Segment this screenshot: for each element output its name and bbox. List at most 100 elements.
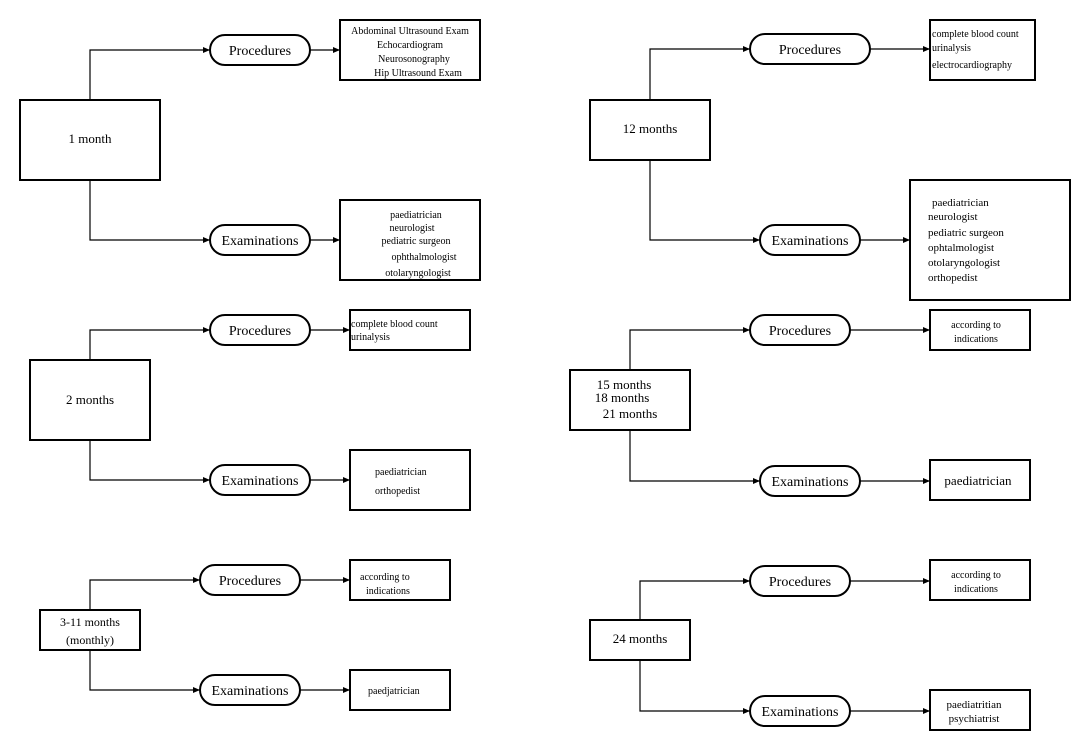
group-3-11-months: 3-11 months (monthly) ProceduresExaminatio… <box>39 559 451 711</box>
examinations-list-item: paediatrician <box>944 473 1012 488</box>
age-label: 1 month <box>69 131 112 146</box>
procedures-list-item: complete blood count <box>932 29 1019 40</box>
procedures-list-box <box>929 559 1031 601</box>
examinations-node-label: Examinations <box>222 234 299 249</box>
procedures-node-label: Procedures <box>769 324 831 339</box>
procedures-list-item: Neurosonography <box>378 54 450 65</box>
connector-examinations <box>89 440 210 483</box>
age-box <box>19 99 161 181</box>
connector-procedures <box>639 578 750 620</box>
examinations-list-item: paediatrician <box>390 210 442 221</box>
procedures-list-item: according to <box>951 320 1001 331</box>
examinations-list-item: orthopedist <box>375 486 420 497</box>
procedures-list-box <box>339 19 481 81</box>
procedures-list-item: complete blood count <box>351 319 438 330</box>
examinations-list-box <box>349 669 451 711</box>
procedures-list-item: Hip Ultrasound Exam <box>374 68 462 79</box>
examinations-node-label: Examinations <box>772 475 849 490</box>
examinations-node <box>199 674 301 706</box>
procedures-list-item: according to <box>951 570 1001 581</box>
examinations-list-item: orthopedist <box>928 272 978 284</box>
procedures-node-label: Procedures <box>769 575 831 590</box>
examinations-node <box>759 224 861 256</box>
connector-procedures <box>649 46 750 100</box>
examinations-node <box>759 465 861 497</box>
procedures-list-item: electrocardiography <box>932 60 1012 71</box>
age-box <box>29 359 151 441</box>
procedures-node-label: Procedures <box>229 44 291 59</box>
connector-examinations <box>89 650 200 693</box>
examinations-list-item: ophthalmologist <box>392 252 457 263</box>
connector-procedures <box>629 327 750 370</box>
connector-procedures <box>89 327 210 360</box>
procedures-list-item: Abdominal Ultrasound Exam <box>351 26 469 37</box>
examinations-list-item: otolaryngologist <box>928 257 1000 269</box>
age-label: 3-11 months <box>60 615 120 629</box>
age-label: 18 months <box>595 390 650 405</box>
procedures-list-item: indications <box>366 586 410 597</box>
examinations-list-item: neurologist <box>928 211 978 223</box>
examinations-node-label: Examinations <box>222 474 299 489</box>
examinations-node <box>209 464 311 496</box>
examinations-list-item: paediatrician <box>375 467 427 478</box>
age-box <box>39 609 141 651</box>
connector-procedures <box>89 47 210 100</box>
age-label: 24 months <box>613 631 668 646</box>
procedures-node <box>199 564 301 596</box>
procedures-node-label: Procedures <box>219 574 281 589</box>
age-box <box>589 619 691 661</box>
procedures-list-item: urinalysis <box>932 43 971 54</box>
procedures-list-item: according to <box>360 572 410 583</box>
age-label: 21 months <box>603 406 658 421</box>
connector-examinations <box>629 430 760 484</box>
examinations-node-label: Examinations <box>772 234 849 249</box>
examinations-list-item: otolaryngologist <box>385 268 451 279</box>
connector-examinations <box>649 160 760 243</box>
examinations-list-box <box>339 199 481 281</box>
procedures-node-label: Procedures <box>229 324 291 339</box>
connector-examinations <box>89 180 210 243</box>
age-label: 12 months <box>623 121 678 136</box>
examinations-node <box>749 695 851 727</box>
examinations-node-label: Examinations <box>212 684 289 699</box>
procedures-node <box>209 314 311 346</box>
procedures-list-box <box>349 559 451 601</box>
procedures-list-item: Echocardiogram <box>377 40 443 51</box>
examinations-list-item: paediatrician <box>932 197 989 209</box>
procedures-node <box>749 314 851 346</box>
examinations-list-box <box>349 449 471 511</box>
examinations-list-item: pediatric surgeon <box>382 236 451 247</box>
examinations-list-item: ophtalmologist <box>928 242 994 254</box>
procedures-node-label: Procedures <box>779 43 841 58</box>
age-box <box>569 369 691 431</box>
procedures-node <box>749 33 871 65</box>
examinations-list-item: psychiatrist <box>949 713 1000 725</box>
examinations-node <box>209 224 311 256</box>
procedures-node <box>749 565 851 597</box>
connector-procedures <box>89 577 200 610</box>
connector-examinations <box>639 660 750 714</box>
examinations-list-box <box>929 689 1031 731</box>
age-box <box>589 99 711 161</box>
age-label: 2 months <box>66 392 114 407</box>
age-label: (monthly) <box>66 633 114 647</box>
examinations-list-item: pediatric surgeon <box>928 227 1004 239</box>
examinations-list-item: neurologist <box>390 223 435 234</box>
examinations-list-item: paedjatrician <box>368 686 420 697</box>
procedures-list-box <box>929 309 1031 351</box>
procedures-list-box <box>349 309 471 351</box>
procedures-list-item: indications <box>954 334 998 345</box>
examinations-node-label: Examinations <box>762 705 839 720</box>
procedures-list-item: indications <box>954 584 998 595</box>
examinations-list-box <box>929 459 1031 501</box>
examinations-list-item: paediatritian <box>947 699 1002 711</box>
age-label: 15 months <box>597 377 652 392</box>
procedures-list-item: urinalysis <box>351 332 390 343</box>
procedures-node <box>209 34 311 66</box>
